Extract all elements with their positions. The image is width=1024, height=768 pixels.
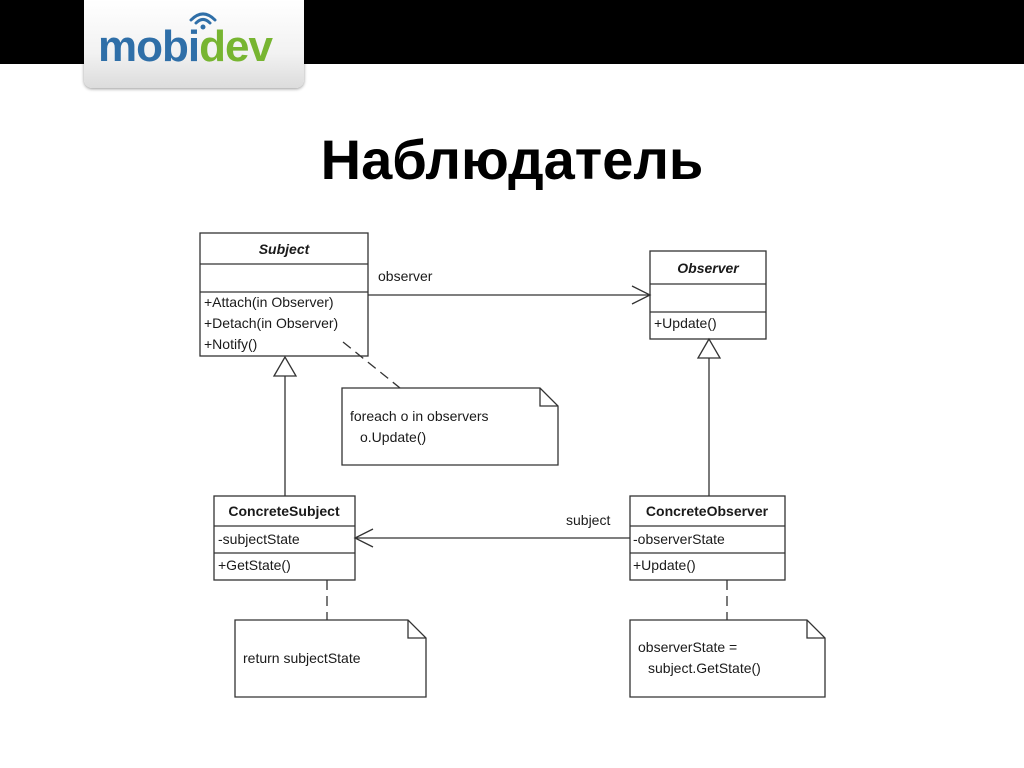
note-update-line2: subject.GetState() (648, 660, 761, 676)
note-getstate (234, 619, 427, 698)
note-notify-line1: foreach o in observers (350, 408, 489, 424)
subject-class-name: Subject (259, 241, 311, 257)
concrete-subject-op-getstate: +GetState() (218, 557, 291, 573)
association-observer-label: observer (378, 268, 433, 284)
note-getstate-line1: return subjectState (243, 650, 361, 666)
logo-mobi: mobi (98, 22, 200, 71)
note-notify (341, 387, 559, 466)
subject-op-notify: +Notify() (204, 336, 257, 352)
concrete-observer-class-name: ConcreteObserver (646, 503, 769, 519)
note-notify-line2: o.Update() (360, 429, 426, 445)
slide-title: Наблюдатель (320, 128, 704, 191)
concrete-subject-class-box (213, 495, 356, 581)
note-update (629, 619, 826, 698)
logo-dev: dev (199, 22, 273, 71)
concrete-subject-attr-state: -subjectState (218, 531, 300, 547)
observer-class-box (649, 250, 767, 340)
logo: mobidev (84, 0, 304, 88)
note-anchor-notify (342, 341, 401, 389)
subject-class-box (199, 232, 369, 357)
wifi-icon (189, 12, 217, 30)
subject-op-detach: +Detach(in Observer) (204, 315, 338, 331)
observer-op-update: +Update() (654, 315, 717, 331)
logo-text: mobidev (98, 22, 273, 72)
subject-op-attach: +Attach(in Observer) (204, 294, 334, 310)
concrete-observer-op-update: +Update() (633, 557, 696, 573)
association-subject-label: subject (566, 512, 610, 528)
note-update-line1: observerState = (638, 639, 737, 655)
concrete-observer-attr-state: -observerState (633, 531, 725, 547)
concrete-subject-class-name: ConcreteSubject (228, 503, 340, 519)
observer-class-name: Observer (677, 260, 740, 276)
